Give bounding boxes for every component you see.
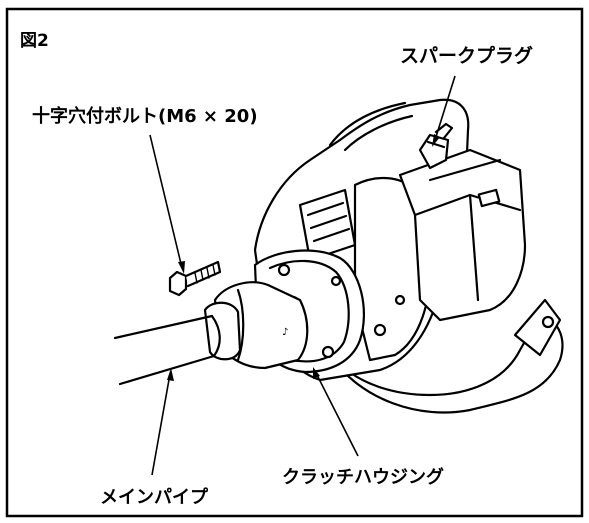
- label-bolt: 十字穴付ボルト(M6 × 20): [32, 105, 258, 127]
- arrow-main-pipe: [167, 368, 174, 381]
- bolt-drawing: [168, 260, 222, 297]
- leader-spark-plug: [434, 75, 456, 141]
- arrow-spark-plug: [432, 134, 440, 147]
- label-spark-plug: スパークプラグ: [400, 44, 533, 67]
- svg-text:♪: ♪: [282, 327, 288, 338]
- figure-number: 図2: [20, 31, 49, 51]
- leader-clutch-housing: [315, 372, 359, 457]
- leader-arrowheads: [167, 134, 440, 381]
- leader-main-pipe: [151, 373, 171, 476]
- arrow-bolt: [178, 261, 185, 274]
- leader-lines: [149, 75, 456, 476]
- label-clutch-housing: クラッチハウジング: [282, 466, 444, 488]
- arrow-clutch-housing: [313, 367, 320, 379]
- leader-bolt: [149, 134, 183, 269]
- label-main-pipe: メインパイプ: [100, 486, 209, 508]
- engine-drawing: ♪: [113, 98, 564, 414]
